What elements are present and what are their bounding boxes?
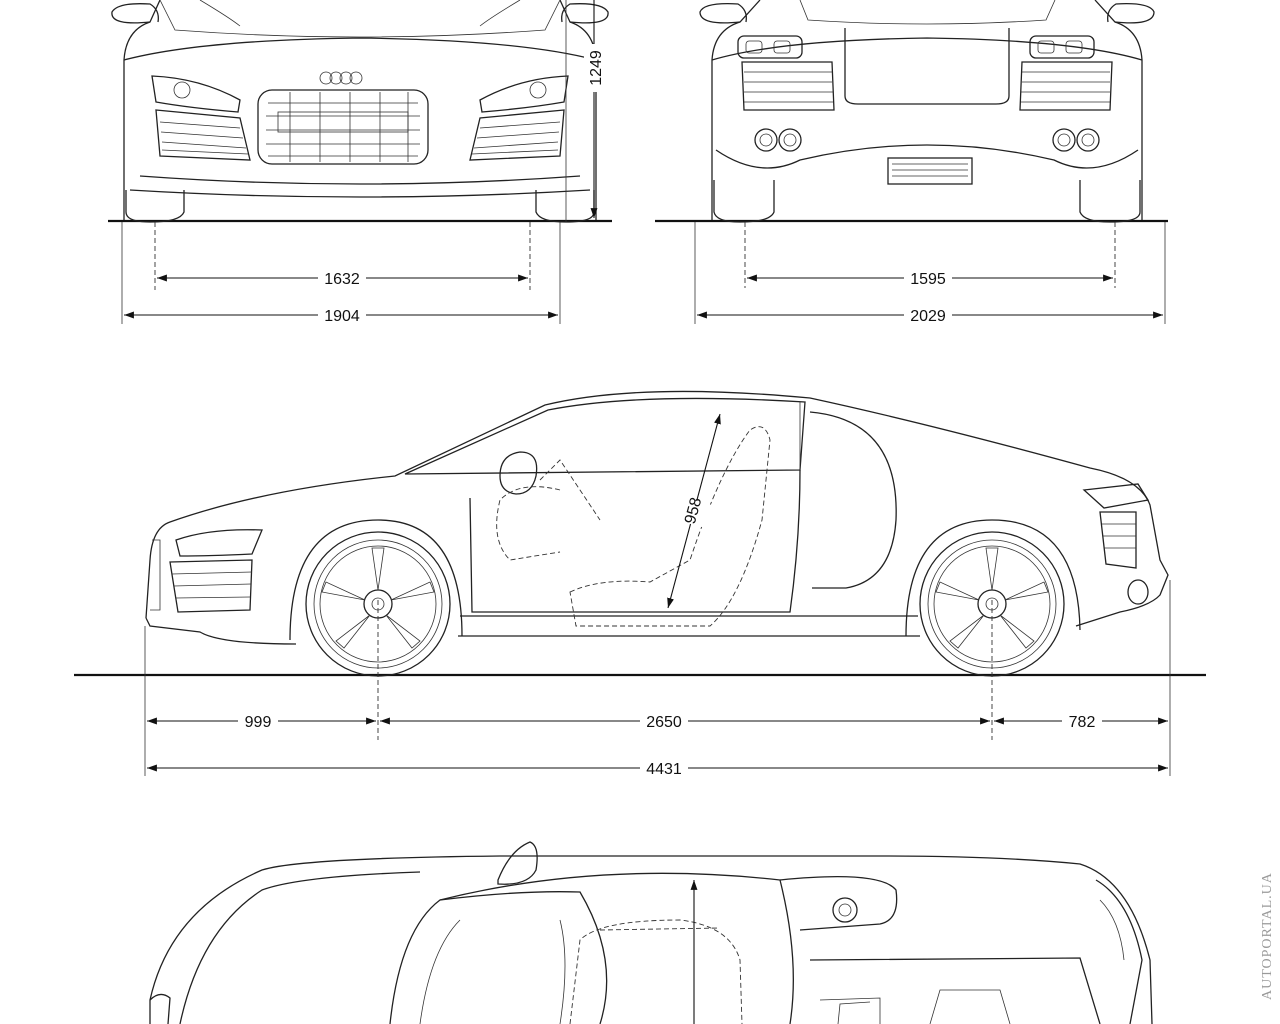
front-width-label: 1904 bbox=[324, 308, 360, 325]
length-label: 4431 bbox=[646, 761, 682, 778]
rear-overhang-label: 782 bbox=[1069, 714, 1096, 731]
watermark-text: AUTOPORTAL.UA bbox=[1260, 872, 1275, 1000]
height-dimension-label: 1249 bbox=[588, 50, 605, 86]
front-view bbox=[108, 0, 612, 324]
rear-width-label: 2029 bbox=[910, 308, 946, 325]
side-view bbox=[74, 390, 1206, 776]
wheelbase-label: 2650 bbox=[646, 714, 682, 731]
top-view bbox=[149, 841, 1153, 1024]
rear-track-label: 1595 bbox=[910, 271, 946, 288]
door-opening-label: 958 bbox=[682, 496, 705, 526]
front-track-label: 1632 bbox=[324, 271, 360, 288]
front-overhang-label: 999 bbox=[245, 714, 272, 731]
rear-view bbox=[655, 0, 1168, 324]
